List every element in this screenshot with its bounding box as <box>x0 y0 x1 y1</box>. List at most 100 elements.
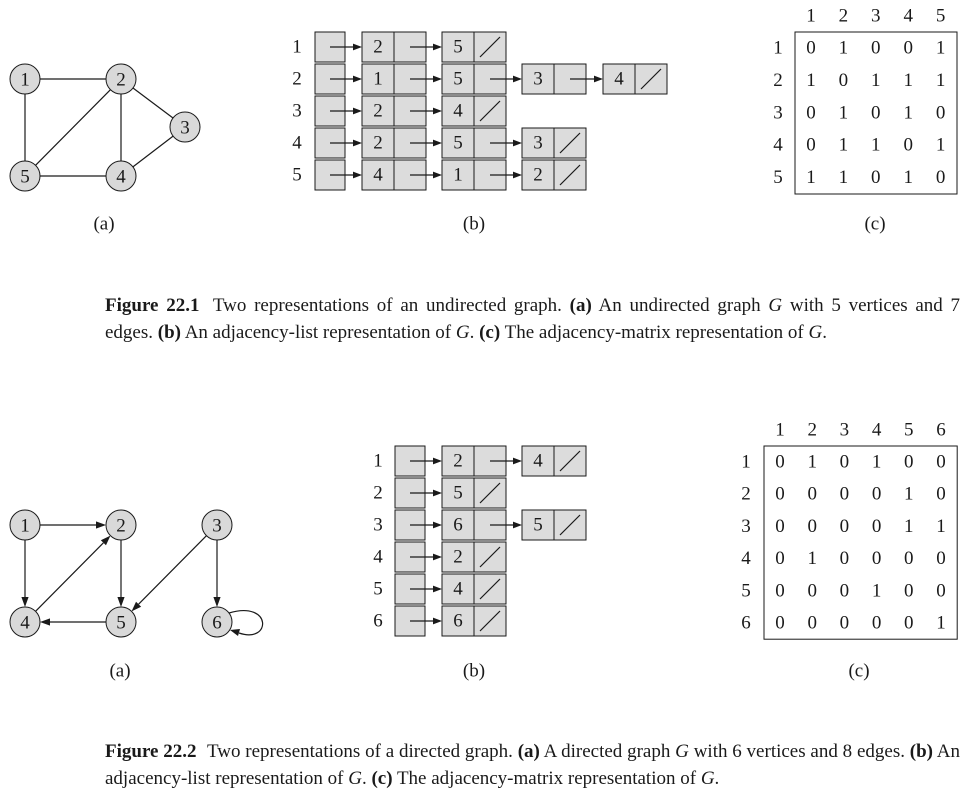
nil-slash <box>479 578 501 600</box>
caption-symbol-g: G <box>808 322 823 343</box>
matrix-cell: 0 <box>775 580 785 601</box>
matrix-cell: 1 <box>807 452 817 473</box>
arrow-head <box>433 107 442 115</box>
matrix-cell: 0 <box>936 102 946 123</box>
node-label: 5 <box>20 167 30 188</box>
list-node-value: 2 <box>373 133 383 154</box>
graph-node: 1 <box>9 509 41 541</box>
caption-text: . <box>361 768 367 789</box>
caption-text: . <box>822 322 827 343</box>
arrow-head <box>433 171 442 179</box>
matrix-cell: 1 <box>839 135 849 156</box>
list-node: 5 <box>521 509 587 541</box>
arrow-head <box>513 171 522 179</box>
arrow-head <box>40 618 50 626</box>
list-node-value: 4 <box>453 579 463 600</box>
arrow-shaft <box>138 535 207 605</box>
caption-text: . <box>469 322 475 343</box>
matrix-column-header: 2 <box>839 6 849 27</box>
matrix-cell: 0 <box>806 102 816 123</box>
list-node: 4 <box>602 63 668 95</box>
nil-slash <box>479 546 501 568</box>
matrix-row-header: 4 <box>741 548 751 569</box>
caption-text: Two representations of a directed graph. <box>206 741 513 762</box>
list-node: 2 <box>521 159 587 191</box>
graph-node: 6 <box>201 606 233 638</box>
list-node-value: 3 <box>533 133 543 154</box>
matrix-cell: 1 <box>936 516 946 537</box>
matrix-cell: 0 <box>775 452 785 473</box>
caption-symbol-g: G <box>675 741 689 762</box>
arrow-head <box>230 629 240 636</box>
node-circle <box>9 606 41 638</box>
arrow-shaft <box>35 542 104 612</box>
list-node-value: 5 <box>453 37 463 58</box>
list-node-value: 5 <box>453 133 463 154</box>
list-node-value: 4 <box>453 101 463 122</box>
arrow-head <box>594 75 603 83</box>
node-circle <box>105 606 137 638</box>
caption-text: . <box>714 768 720 789</box>
arrow-head <box>353 43 362 51</box>
arrow-head <box>433 75 442 83</box>
nil-slash <box>559 164 581 186</box>
subfigure-label-a: (a) <box>109 661 130 682</box>
caption-symbol-g: G <box>348 768 362 789</box>
list-row-label: 3 <box>373 515 383 536</box>
matrix-cell: 0 <box>936 548 946 569</box>
matrix-row-header: 6 <box>741 613 751 634</box>
figure-22-2-caption: Figure 22.2 Two representations of a dir… <box>105 738 960 792</box>
node-label: 1 <box>20 516 30 537</box>
caption-text: The adjacency-matrix representation of <box>504 322 804 343</box>
caption-label-b: (b) <box>157 322 181 343</box>
arrow-head <box>131 601 142 612</box>
nil-slash <box>479 610 501 632</box>
graph-node: 2 <box>105 509 137 541</box>
matrix-cell: 0 <box>807 580 817 601</box>
arrow-head <box>353 139 362 147</box>
caption-text: with 6 vertices and 8 edges. <box>693 741 905 762</box>
matrix-column-header: 4 <box>872 420 882 441</box>
list-pointer-arrow <box>490 139 522 147</box>
matrix-column-header: 3 <box>840 420 850 441</box>
caption-label-c: (c) <box>371 768 393 789</box>
caption-text: A directed graph <box>543 741 671 762</box>
matrix-cell: 0 <box>840 484 850 505</box>
list-node-value: 5 <box>453 483 463 504</box>
node-label: 3 <box>180 118 190 139</box>
list-node-value: 2 <box>373 101 383 122</box>
matrix-cell: 0 <box>806 135 816 156</box>
matrix-cell: 1 <box>903 102 913 123</box>
matrix-cell: 1 <box>872 580 882 601</box>
arrow-head <box>513 75 522 83</box>
matrix-cell: 0 <box>936 580 946 601</box>
matrix-cell: 0 <box>872 516 882 537</box>
nil-slash <box>479 482 501 504</box>
undirected-edge <box>35 89 111 166</box>
arrow-head <box>100 535 111 546</box>
arrow-head <box>353 107 362 115</box>
caption-symbol-g: G <box>455 322 470 343</box>
matrix-cell: 1 <box>839 102 849 123</box>
node-label: 5 <box>116 613 126 634</box>
list-node-value: 2 <box>373 37 383 58</box>
caption-text: with 5 vertices and 7 edges. <box>105 295 961 343</box>
node-label: 3 <box>212 516 222 537</box>
caption-text: Two representations of an undirected gra… <box>212 295 562 316</box>
graph-node: 3 <box>169 111 201 143</box>
list-pointer-arrow <box>490 171 522 179</box>
list-node: 4 <box>441 573 507 605</box>
list-row-label: 2 <box>292 69 302 90</box>
matrix-cell: 0 <box>840 548 850 569</box>
nil-slash <box>640 68 662 90</box>
list-node-value: 2 <box>533 165 543 186</box>
list-pointer-arrow <box>410 171 442 179</box>
list-row-label: 1 <box>292 37 302 58</box>
subfigure-label-c: (c) <box>864 214 885 235</box>
matrix-row-header: 3 <box>773 102 783 123</box>
matrix-cell: 0 <box>872 548 882 569</box>
list-pointer-arrow <box>490 457 522 465</box>
graph-node: 2 <box>105 63 137 95</box>
caption-label-c: (c) <box>479 322 501 343</box>
